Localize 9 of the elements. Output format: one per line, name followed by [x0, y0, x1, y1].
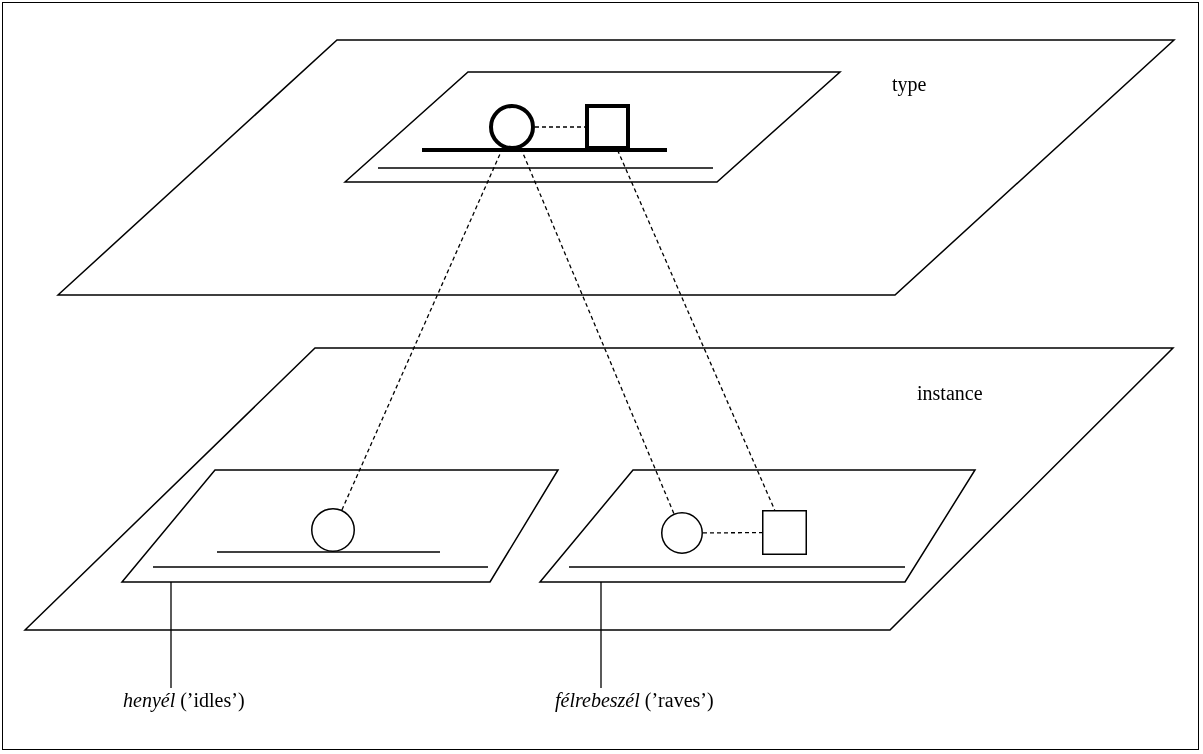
plane-label: type [892, 72, 927, 96]
dashed-line [702, 531, 763, 534]
plane-label: instance [917, 381, 983, 405]
dashed-line [534, 126, 586, 128]
dashed-line [616, 149, 776, 511]
word-caption: félrebeszél (’raves’) [555, 688, 714, 712]
leader-line [600, 581, 602, 689]
leader-line [170, 581, 172, 689]
word-caption: henyél (’idles’) [123, 688, 245, 712]
